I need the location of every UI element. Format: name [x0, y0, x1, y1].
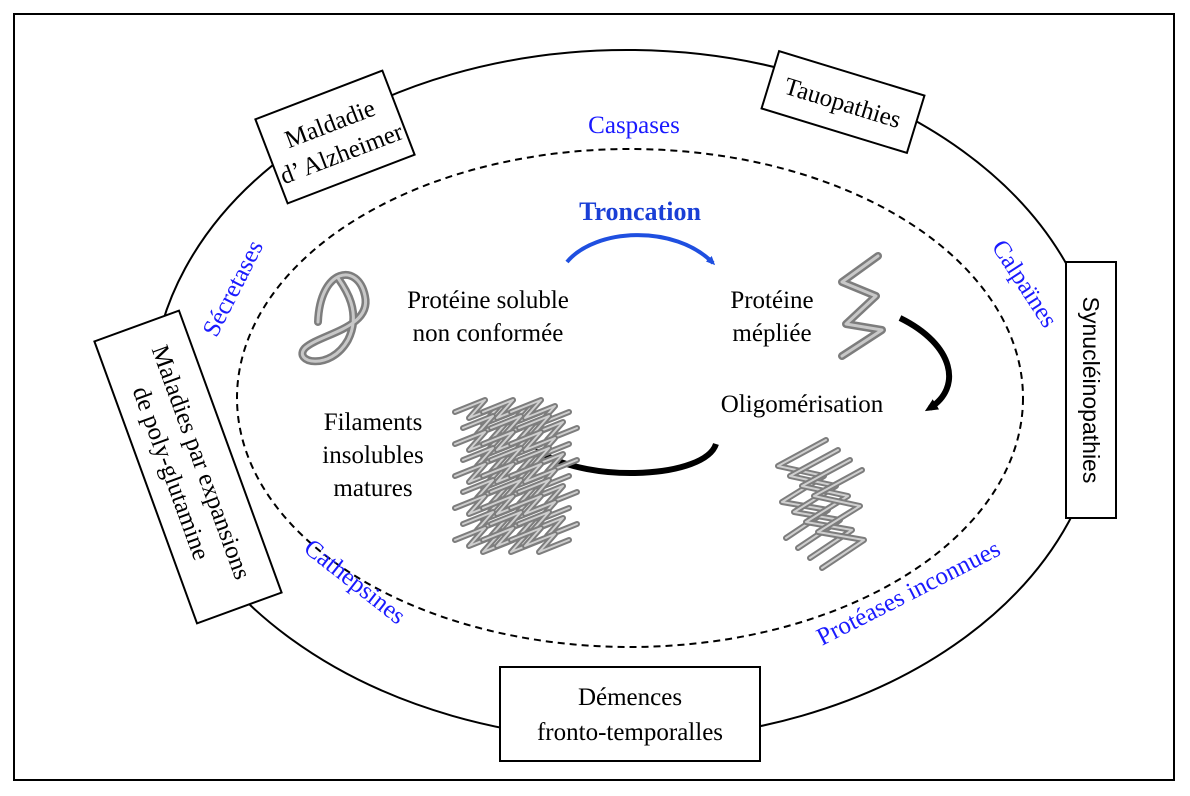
caspases-label: Caspases	[588, 112, 680, 139]
fronto-temporal-line1: Démences	[578, 684, 682, 711]
fronto-temporal-box: Démences fronto-temporalles	[499, 666, 761, 762]
cathepsines-label: Cathepsines	[299, 534, 411, 630]
tauopathies-box: Tauopathies	[760, 49, 926, 155]
unfolded-line1: Protéine	[730, 287, 813, 314]
inner-dashed-ellipse	[236, 148, 1024, 648]
synucleinopathies-label: Synucléinopathies	[1078, 297, 1104, 484]
filaments-line3: matures	[333, 475, 412, 502]
unfolded-protein-zigzag	[838, 252, 886, 360]
alzheimer-box: Maldadie d’ Alzheimer	[254, 69, 416, 205]
soluble-line1: Protéine soluble	[407, 287, 569, 314]
oligomer-stack	[775, 437, 867, 571]
oligomerisation-label: Oligomérisation	[721, 391, 884, 418]
unfolded-line2: mépliée	[732, 320, 811, 347]
oligomer-strand-highlight	[813, 469, 865, 569]
polyglutamine-box: Maladies par expansions de poly-glutamin…	[93, 309, 283, 625]
filament-strand-highlight	[510, 527, 570, 553]
secretases-label: Sécretases	[198, 236, 269, 341]
mature-filament-stack	[452, 397, 580, 555]
troncation-label: Troncation	[579, 197, 701, 226]
calpaines-label: Calpaïnes	[986, 235, 1062, 332]
troncation-arrow	[565, 233, 716, 266]
synucleinopathies-box: Synucléinopathies	[1065, 261, 1117, 519]
soluble-line2: non conformée	[413, 320, 564, 347]
filaments-line1: Filaments	[324, 409, 423, 436]
fronto-temporal-line2: fronto-temporalles	[537, 719, 723, 746]
filaments-line2: insolubles	[322, 442, 423, 469]
soluble-protein-coil	[298, 270, 370, 366]
maturation-arrow	[534, 442, 719, 476]
oligomerisation-arrow	[898, 315, 953, 412]
